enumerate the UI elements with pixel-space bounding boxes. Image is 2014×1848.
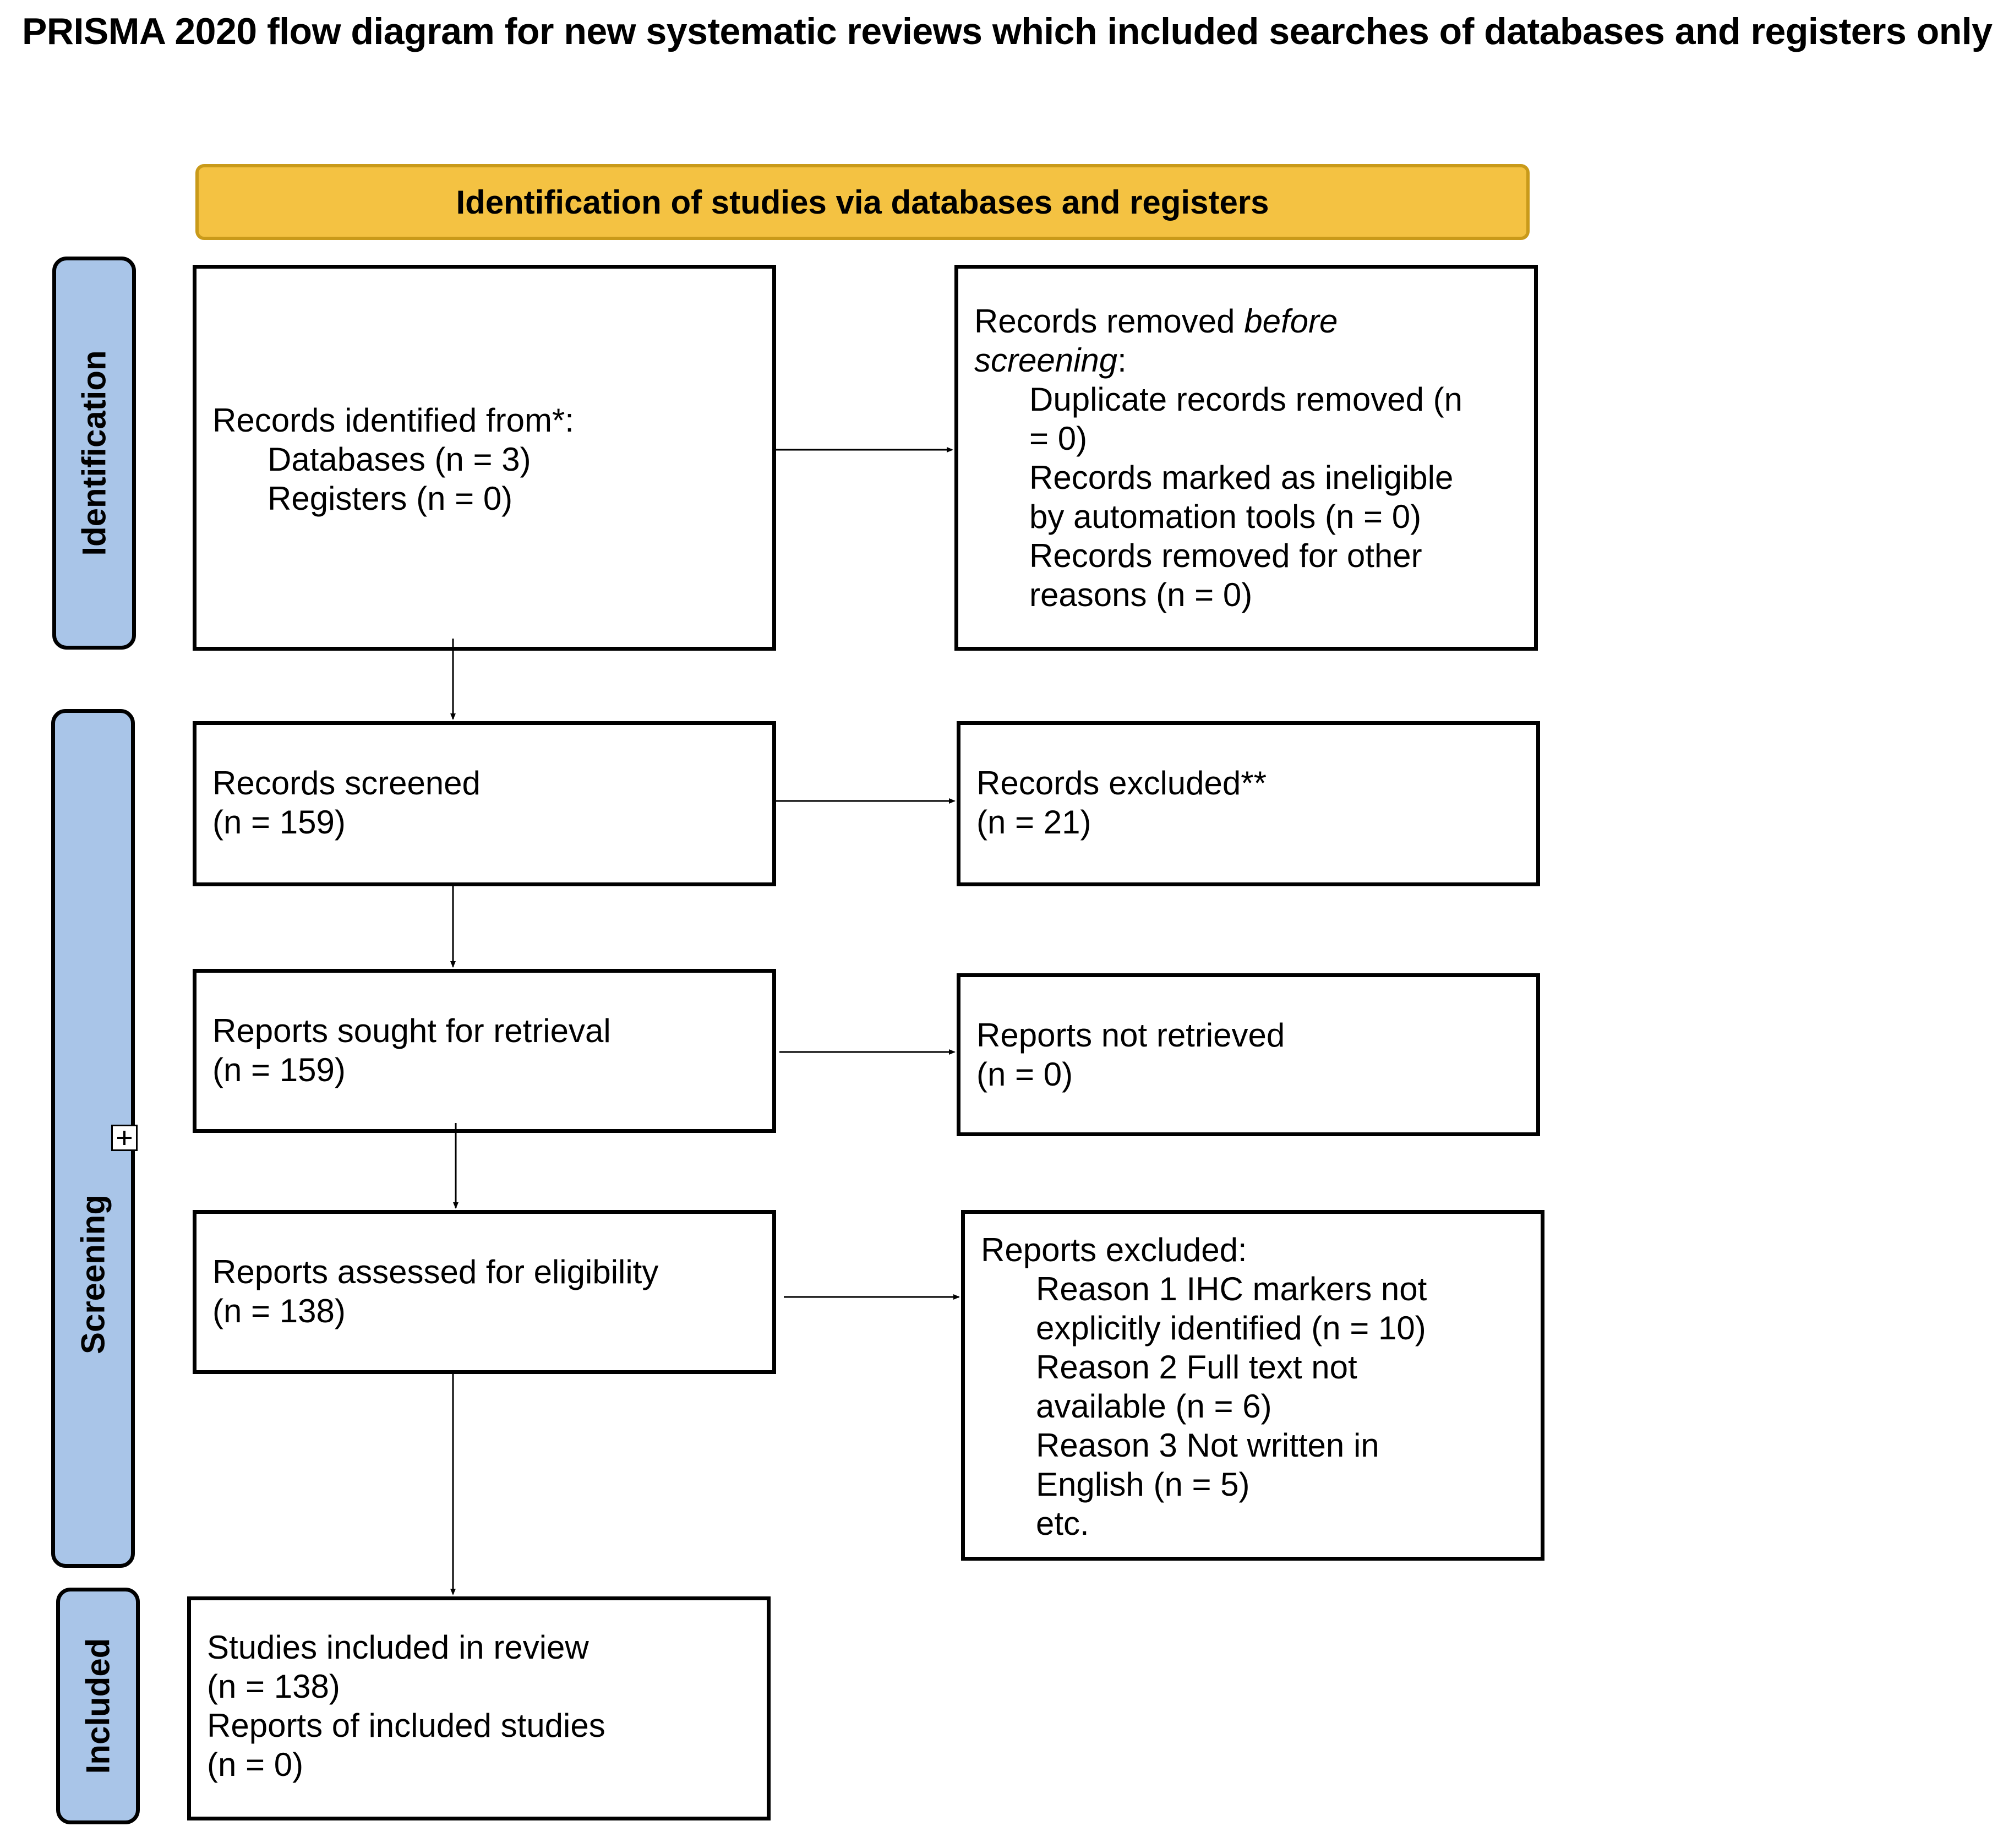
- reports-assessed-label: Reports assessed for eligibility: [212, 1253, 659, 1290]
- box-records-removed: Records removed before screening: Duplic…: [954, 265, 1538, 651]
- stage-included: Included: [56, 1588, 140, 1824]
- reports-excluded-heading: Reports excluded:: [981, 1231, 1247, 1268]
- records-identified-registers: Registers (n = 0): [268, 480, 513, 517]
- reports-not-retrieved-count: (n = 0): [976, 1056, 1073, 1093]
- reports-included-label: Reports of included studies: [207, 1707, 605, 1744]
- records-removed-heading: Records removed before: [974, 303, 1338, 340]
- stage-identification: Identification: [52, 257, 136, 650]
- reason-1: Reason 1 IHC markers not: [1036, 1271, 1427, 1307]
- box-studies-included: Studies included in review (n = 138) Rep…: [187, 1596, 771, 1820]
- records-marked-ineligible: Records marked as ineligible: [1029, 459, 1454, 496]
- stage-screening-label: Screening: [74, 1195, 112, 1355]
- reports-sought-count: (n = 159): [212, 1051, 346, 1088]
- reason-etc: etc.: [1036, 1505, 1089, 1542]
- box-reports-assessed: Reports assessed for eligibility (n = 13…: [193, 1210, 776, 1374]
- reports-assessed-count: (n = 138): [212, 1293, 346, 1329]
- reason-3: Reason 3 Not written in: [1036, 1427, 1379, 1464]
- records-identified-databases: Databases (n = 3): [268, 441, 531, 478]
- box-records-screened: Records screened (n = 159): [193, 721, 776, 886]
- box-records-identified: Records identified from*: Databases (n =…: [193, 265, 776, 651]
- studies-included-label: Studies included in review: [207, 1629, 589, 1666]
- records-identified-heading: Records identified from*:: [212, 402, 574, 439]
- reason-2: Reason 2 Full text not: [1036, 1349, 1357, 1386]
- header-label: Identification of studies via databases …: [456, 183, 1269, 221]
- expand-handle-icon[interactable]: [111, 1125, 138, 1151]
- stage-included-label: Included: [79, 1638, 117, 1774]
- reports-included-count: (n = 0): [207, 1746, 304, 1783]
- duplicate-records-removed: Duplicate records removed (n: [1029, 381, 1463, 418]
- header-identification-bar: Identification of studies via databases …: [195, 164, 1530, 240]
- reports-not-retrieved-label: Reports not retrieved: [976, 1017, 1285, 1054]
- records-excluded-label: Records excluded**: [976, 765, 1267, 802]
- page-title: PRISMA 2020 flow diagram for new systema…: [22, 10, 1993, 52]
- box-reports-sought: Reports sought for retrieval (n = 159): [193, 969, 776, 1133]
- records-screened-count: (n = 159): [212, 804, 346, 841]
- reports-sought-label: Reports sought for retrieval: [212, 1012, 611, 1049]
- studies-included-count: (n = 138): [207, 1668, 340, 1705]
- stage-identification-label: Identification: [75, 350, 113, 556]
- box-reports-excluded: Reports excluded: Reason 1 IHC markers n…: [961, 1210, 1544, 1561]
- records-removed-other: Records removed for other: [1029, 537, 1422, 574]
- records-screened-label: Records screened: [212, 765, 481, 802]
- box-reports-not-retrieved: Reports not retrieved (n = 0): [957, 973, 1540, 1136]
- records-excluded-count: (n = 21): [976, 804, 1091, 841]
- box-records-excluded: Records excluded** (n = 21): [957, 721, 1540, 886]
